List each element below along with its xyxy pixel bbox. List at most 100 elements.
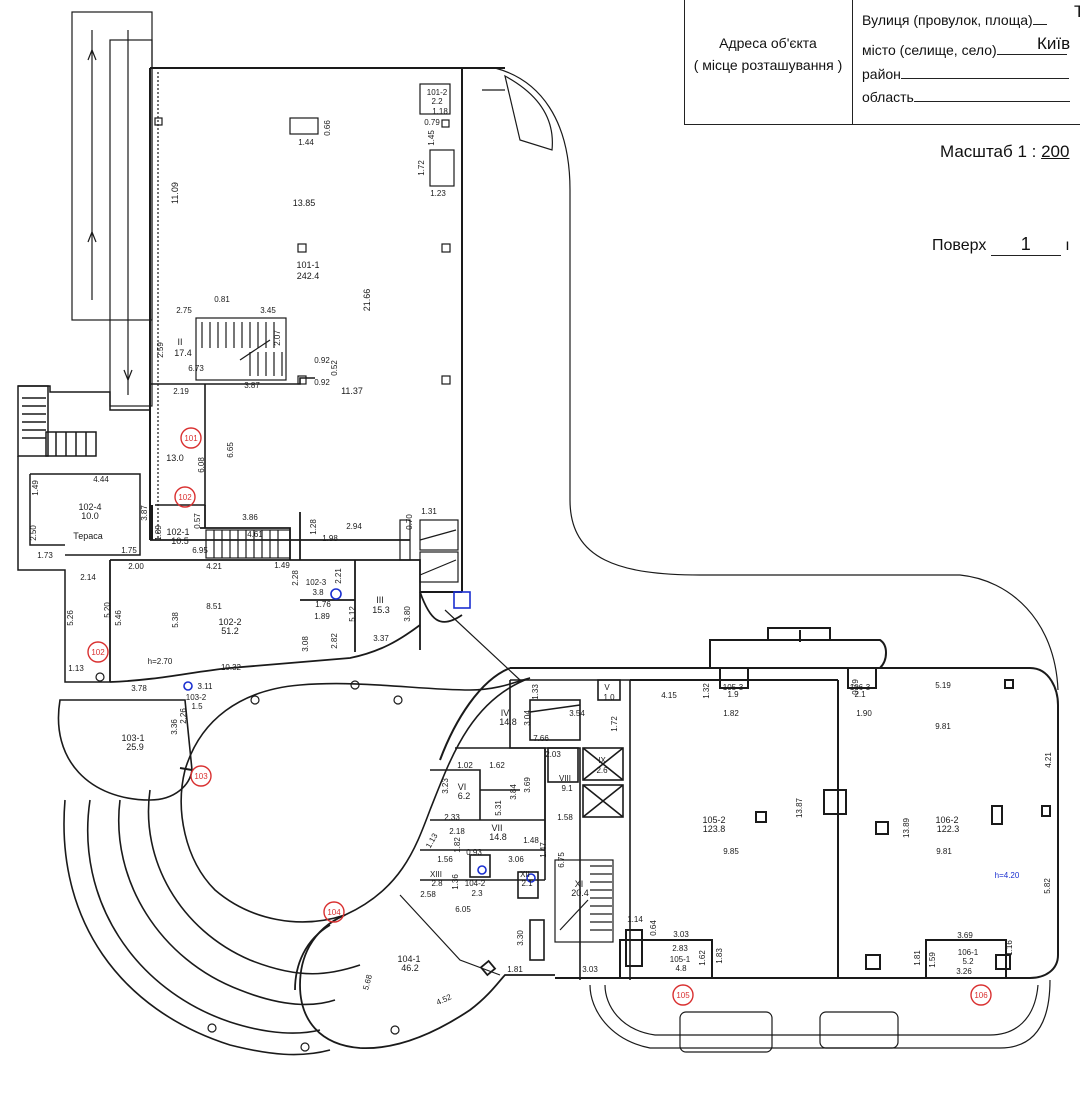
dimension-label: 9.85	[723, 847, 739, 856]
dimension-label: 1.33	[531, 684, 540, 700]
dimension-label: 102-3	[306, 578, 327, 587]
scale-value: 200	[1041, 142, 1070, 161]
dimension-label: 3.80	[403, 606, 412, 622]
room-label: 25.9	[126, 742, 144, 752]
room-marker-label: 101	[184, 434, 198, 443]
dimension-label: 4.21	[1044, 752, 1053, 768]
dimension-label: 3.08	[301, 636, 310, 652]
dimension-label: 3.45	[260, 306, 276, 315]
floor-suffix: ı	[1065, 237, 1070, 254]
room-label: 123.8	[703, 824, 726, 834]
dimension-label: 13.89	[902, 817, 911, 838]
dimension-label: 2.75	[176, 306, 192, 315]
dimension-label: 1.89	[314, 612, 330, 621]
dimension-label: 105-3	[723, 683, 744, 692]
terrace-block	[17, 385, 150, 683]
dimension-label: 5.26	[66, 610, 75, 626]
dimension-label: 1.75	[121, 546, 137, 555]
scale-label: Масштаб 1 :	[940, 142, 1037, 161]
dimension-label: 2.07	[273, 330, 282, 346]
room-marker-label: 102	[178, 493, 192, 502]
dimension-label: 2.21	[334, 568, 343, 584]
dimension-label: 2.1	[854, 690, 866, 699]
room-marker-label: 102	[91, 648, 105, 657]
dimension-label: 1.62	[698, 950, 707, 966]
room-label: Тераса	[73, 531, 103, 541]
dimension-label: 10.32	[221, 663, 242, 672]
dimension-label: 2.59	[156, 342, 165, 358]
stair-xi	[554, 859, 614, 943]
dimension-label: 2.19	[173, 387, 189, 396]
ramp	[71, 11, 153, 407]
dimension-label: XIII	[430, 870, 442, 879]
dimension-label: 0.70	[405, 514, 414, 530]
dimension-label: 3.87	[244, 381, 260, 390]
dimension-label: 1.13	[68, 664, 84, 673]
dimension-label: 3.87	[140, 505, 149, 521]
room-label: XI	[575, 879, 584, 889]
dimension-label: 4.21	[206, 562, 222, 571]
room-markers	[87, 427, 992, 1006]
dimension-label: 1.45	[427, 130, 436, 146]
dimension-label: 1.81	[507, 965, 523, 974]
dimension-label: 1.76	[315, 600, 331, 609]
room-label: 15.3	[372, 605, 390, 615]
dimension-label: h=4.20	[995, 871, 1020, 880]
dimension-label: 3.03	[673, 930, 689, 939]
dimension-label: 3.04	[523, 710, 532, 726]
dimension-label: 1.89	[154, 525, 163, 541]
room-label: 20.4	[571, 888, 589, 898]
room-label: 17.4	[174, 348, 192, 358]
dimension-label: 0.66	[323, 120, 332, 136]
dimension-label: 3.69	[957, 931, 973, 940]
plan-labels: 101-1242.4101-22.21.180.791.440.661.451.…	[29, 88, 1053, 1007]
dimension-label: 2.1	[521, 879, 533, 888]
street-label: Вулиця (провулок, площа)	[862, 12, 1033, 28]
dimension-label: 5.12	[348, 606, 357, 622]
dimension-label: 11.37	[341, 386, 363, 396]
dimension-label: IX	[598, 756, 606, 765]
dimension-label: 2.2	[431, 97, 443, 106]
dimension-label: 3.78	[131, 684, 147, 693]
dimension-label: 1.23	[430, 189, 446, 198]
dimension-label: 2.26	[179, 708, 188, 724]
dimension-label: 0.64	[649, 920, 658, 936]
room-label: 106-2	[935, 815, 958, 825]
dimension-label: 1.72	[417, 160, 426, 176]
room-label: 102-1	[166, 527, 189, 537]
dimension-label: XII	[520, 870, 530, 879]
street-value: Т	[1074, 2, 1080, 21]
dimension-label: 2.3	[471, 889, 483, 898]
dimension-label: 2.14	[80, 573, 96, 582]
dimension-label: 1.36	[451, 874, 460, 890]
dimension-label: 3.54	[569, 709, 585, 718]
dimension-label: 1.16	[1005, 940, 1014, 956]
room-label: 13.0	[166, 453, 184, 463]
dimension-label: 3.03	[582, 965, 598, 974]
dimension-label: 7.66	[533, 734, 549, 743]
room-marker-label: 103	[194, 772, 208, 781]
dimension-label: 4.8	[675, 964, 687, 973]
dimension-label: 1.83	[715, 948, 724, 964]
dimension-label: 2.50	[29, 525, 38, 541]
rotunda	[57, 677, 531, 1056]
district-field: район	[862, 64, 1069, 82]
region-label: область	[862, 89, 914, 105]
dimension-label: 1.49	[31, 480, 40, 496]
dimension-label: 104-2	[465, 879, 486, 888]
dimension-label: 5.38	[171, 612, 180, 628]
dimension-label: 1.48	[523, 836, 539, 845]
room-label: 10.5	[171, 536, 189, 546]
dimension-label: h=2.70	[148, 657, 173, 666]
dimension-label: 2.18	[449, 827, 465, 836]
room-label: 102-2	[218, 617, 241, 627]
dimension-label: 1.82	[723, 709, 739, 718]
room-label: 105-2	[702, 815, 725, 825]
dimension-label: 1.62	[489, 761, 505, 770]
dimension-label: 3.30	[516, 930, 525, 946]
dimension-label: 9.81	[936, 847, 952, 856]
floor-value: 1	[990, 234, 1061, 256]
dimension-label: 5.19	[935, 681, 951, 690]
city-value: Київ	[1037, 34, 1071, 53]
